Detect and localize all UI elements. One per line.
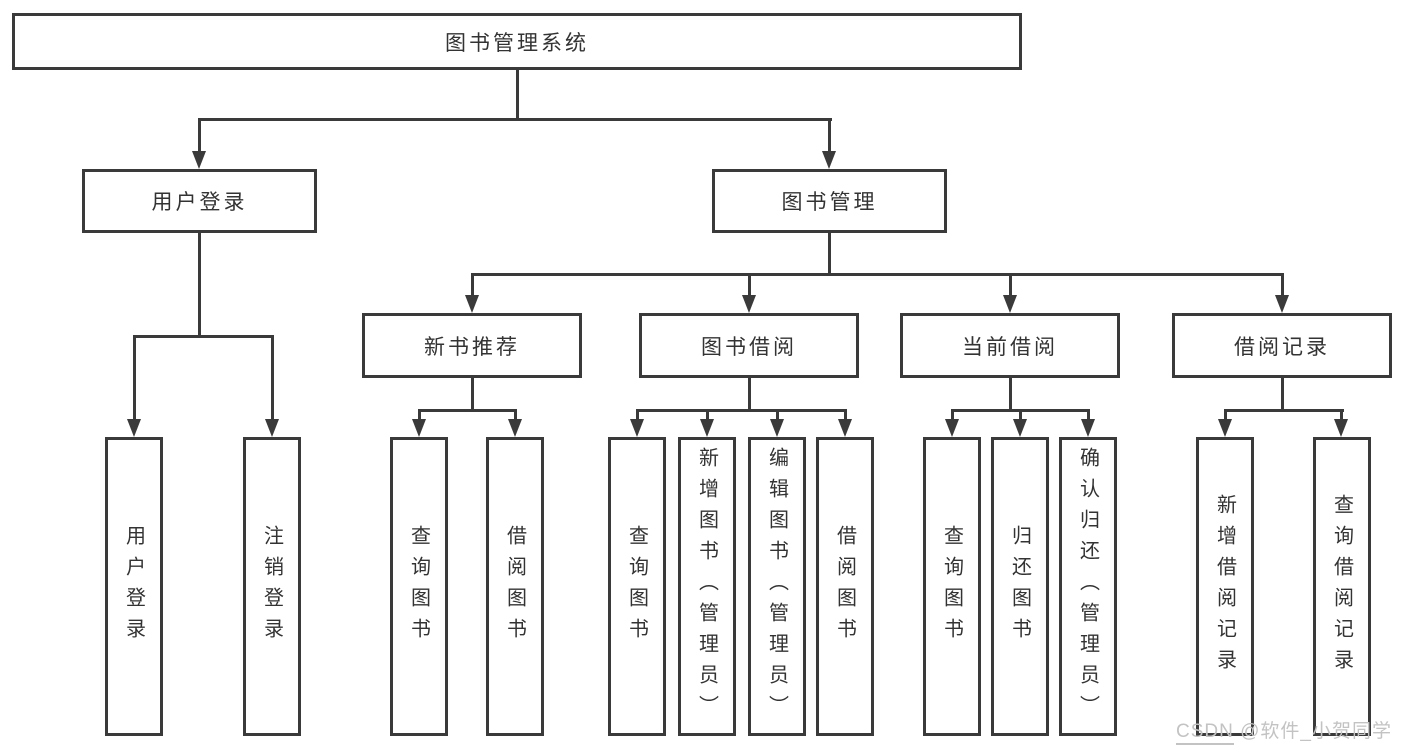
connector-bar-new-book-recommend <box>418 409 517 412</box>
connector-bar-book-borrowing <box>636 409 846 412</box>
arrowhead-icon <box>1013 419 1027 437</box>
node-label: 当前借阅 <box>962 335 1058 359</box>
leaf-logout: 注销登录 <box>243 437 301 736</box>
leaf-label: 编辑图书（管理员） <box>765 447 788 726</box>
leaf-add-book-admin: 新增图书（管理员） <box>678 437 736 736</box>
leaf-label: 查询图书 <box>625 524 648 649</box>
arrowhead-icon <box>822 151 836 169</box>
connector-drop <box>1281 273 1284 296</box>
leaf-add-borrow-record: 新增借阅记录 <box>1196 437 1254 736</box>
connector-drop <box>706 409 709 420</box>
arrowhead-icon <box>838 419 852 437</box>
connector-drop <box>1009 273 1012 296</box>
arrowhead-icon <box>630 419 644 437</box>
leaf-return-book: 归还图书 <box>991 437 1049 736</box>
leaf-query-books-recommend: 查询图书 <box>390 437 448 736</box>
leaf-confirm-return-admin: 确认归还（管理员） <box>1059 437 1117 736</box>
leaf-label: 注销登录 <box>260 524 283 649</box>
leaf-label: 新增借阅记录 <box>1213 493 1236 680</box>
connector-drop <box>776 409 779 420</box>
leaf-label: 归还图书 <box>1008 524 1031 649</box>
connector-bar-borrow-records <box>1224 409 1344 412</box>
node-borrow-records: 借阅记录 <box>1172 313 1392 378</box>
connector-stem-user-login <box>198 233 201 335</box>
node-label: 用户登录 <box>151 191 248 214</box>
connector-stem-book-borrowing <box>748 378 751 411</box>
arrowhead-icon <box>1275 295 1289 313</box>
connector-drop <box>1087 409 1090 420</box>
leaf-label: 借阅图书 <box>833 524 856 649</box>
node-new-book-recommend: 新书推荐 <box>362 313 582 378</box>
leaf-label: 查询图书 <box>407 524 430 649</box>
arrowhead-icon <box>508 419 522 437</box>
node-book-management: 图书管理 <box>712 169 947 233</box>
connector-drop <box>471 273 474 296</box>
connector-bar-user-login <box>133 335 274 338</box>
connector-drop <box>514 409 517 420</box>
arrowhead-icon <box>1003 295 1017 313</box>
connector-drop-user-login <box>198 118 201 152</box>
node-label: 图书借阅 <box>701 335 797 359</box>
arrowhead-icon <box>770 419 784 437</box>
arrowhead-icon <box>192 151 206 169</box>
arrowhead-icon <box>1334 419 1348 437</box>
connector-drop <box>951 409 954 420</box>
arrowhead-icon <box>127 419 141 437</box>
watermark: CSDN @软件_小贺同学 <box>1176 716 1392 745</box>
arrowhead-icon <box>700 419 714 437</box>
arrowhead-icon <box>1218 419 1232 437</box>
arrowhead-icon <box>1081 419 1095 437</box>
connector-drop <box>418 409 421 420</box>
node-user-login: 用户登录 <box>82 169 317 233</box>
connector-bar-root <box>198 118 832 121</box>
node-library-management-system: 图书管理系统 <box>12 13 1022 70</box>
connector-stem-root <box>516 70 519 118</box>
leaf-query-books-borrowing: 查询图书 <box>608 437 666 736</box>
leaf-label: 确认归还（管理员） <box>1076 447 1099 726</box>
leaf-query-borrow-record: 查询借阅记录 <box>1313 437 1371 736</box>
leaf-label: 借阅图书 <box>503 524 526 649</box>
node-label: 图书管理 <box>781 191 878 214</box>
node-label: 新书推荐 <box>424 335 520 359</box>
connector-drop <box>271 335 274 420</box>
node-current-borrowing: 当前借阅 <box>900 313 1120 378</box>
leaf-label: 查询图书 <box>940 524 963 649</box>
leaf-label: 用户登录 <box>122 524 145 649</box>
connector-drop <box>1019 409 1022 420</box>
leaf-label: 新增图书（管理员） <box>695 447 718 726</box>
connector-drop <box>844 409 847 420</box>
node-book-borrowing: 图书借阅 <box>639 313 859 378</box>
connector-drop <box>133 335 136 420</box>
leaf-query-books-current: 查询图书 <box>923 437 981 736</box>
leaf-borrow-books-borrowing: 借阅图书 <box>816 437 874 736</box>
watermark-author: @软件_小贺同学 <box>1233 721 1392 742</box>
leaf-borrow-books-recommend: 借阅图书 <box>486 437 544 736</box>
connector-drop <box>1224 409 1227 420</box>
connector-drop-book-management <box>828 118 831 152</box>
connector-bar-book-management <box>471 273 1284 276</box>
arrowhead-icon <box>465 295 479 313</box>
connector-stem-new-book-recommend <box>471 378 474 411</box>
connector-stem-current-borrowing <box>1009 378 1012 411</box>
arrowhead-icon <box>945 419 959 437</box>
leaf-label: 查询借阅记录 <box>1330 493 1353 680</box>
arrowhead-icon <box>412 419 426 437</box>
leaf-user-login: 用户登录 <box>105 437 163 736</box>
connector-stem-borrow-records <box>1281 378 1284 411</box>
connector-stem-book-management <box>828 233 831 273</box>
connector-drop <box>748 273 751 296</box>
connector-drop <box>1340 409 1343 420</box>
node-label: 借阅记录 <box>1234 335 1330 359</box>
leaf-edit-book-admin: 编辑图书（管理员） <box>748 437 806 736</box>
arrowhead-icon <box>742 295 756 313</box>
node-label: 图书管理系统 <box>445 31 589 55</box>
connector-drop <box>636 409 639 420</box>
watermark-site: CSDN <box>1176 721 1234 745</box>
arrowhead-icon <box>265 419 279 437</box>
